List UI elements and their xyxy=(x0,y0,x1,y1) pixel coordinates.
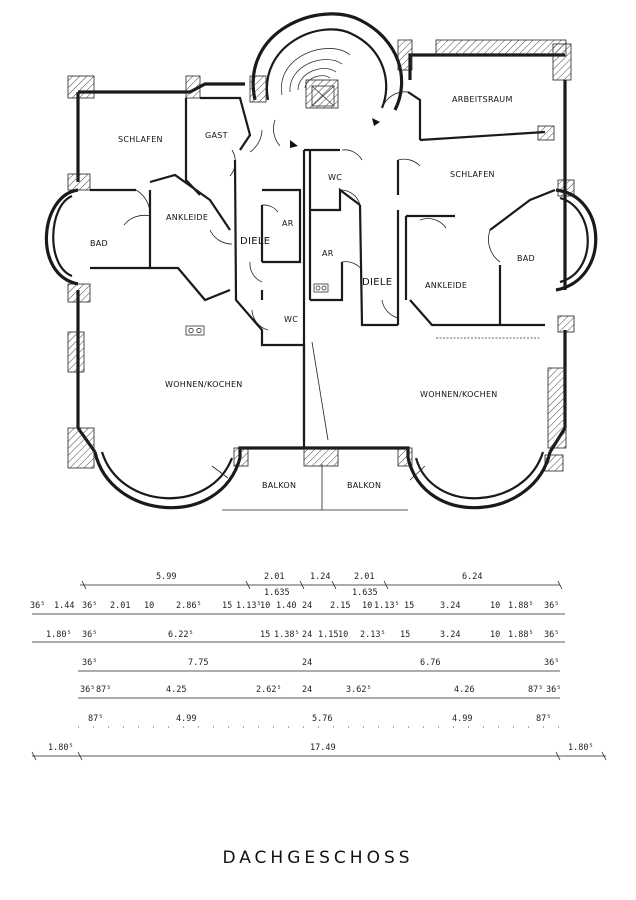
dim-label: 5.99 xyxy=(156,572,176,582)
dim-label: 36⁵ xyxy=(30,601,45,611)
dim-label: 3.24 xyxy=(440,630,460,640)
dim-label: 36⁵ xyxy=(544,601,559,611)
dim-label: 1.44 xyxy=(54,601,74,611)
dim-label: 10 xyxy=(338,630,348,640)
room-ar-center: AR xyxy=(322,249,334,258)
dim-label: 2.01 xyxy=(264,572,284,582)
room-gast: GAST xyxy=(205,131,228,140)
dim-label: 1.13⁵ xyxy=(374,601,400,611)
room-ankleide-right: ANKLEIDE xyxy=(425,281,467,290)
room-diele-left: DIELE xyxy=(240,236,270,247)
dim-label: 4.26 xyxy=(454,685,474,695)
dim-label: 1.635 xyxy=(352,588,378,598)
plan-title: DACHGESCHOSS xyxy=(222,848,414,868)
room-labels: SCHLAFEN GAST ANKLEIDE BAD DIELE AR WC W… xyxy=(90,95,535,490)
dim-label: 1.15 xyxy=(318,630,338,640)
doors xyxy=(123,91,501,481)
dim-label: 3.62⁵ xyxy=(346,685,372,695)
dim-label: 24 xyxy=(302,630,312,640)
dim-label: 4.25 xyxy=(166,685,186,695)
dim-label: 24 xyxy=(302,658,312,668)
dim-label: 3.24 xyxy=(440,601,460,611)
dim-label: 1.635 xyxy=(264,588,290,598)
dimension-chains xyxy=(31,580,607,761)
dim-label: 10 xyxy=(144,601,154,611)
dim-label: 87⁵ xyxy=(88,714,103,724)
room-diele-right: DIELE xyxy=(362,277,392,288)
dim-label: 1.40 xyxy=(276,601,296,611)
room-wc-center: WC xyxy=(328,173,342,182)
dim-label: 2.86⁵ xyxy=(176,601,202,611)
dim-label: 87⁵ xyxy=(96,685,111,695)
dim-label: 1.88⁵ xyxy=(508,601,534,611)
dimension-labels: 5.99 2.01 1.24 2.01 6.24 1.635 1.635 36⁵… xyxy=(30,572,594,753)
room-bad-left: BAD xyxy=(90,239,108,248)
dimension-ticks xyxy=(31,580,607,761)
dim-label: 17.49 xyxy=(310,743,336,753)
room-wc-left: WC xyxy=(284,315,298,324)
dim-label: 1.38⁵ xyxy=(274,630,300,640)
room-schlafen-left: SCHLAFEN xyxy=(118,135,163,144)
dim-label: 6.22⁵ xyxy=(168,630,194,640)
dim-label: 24 xyxy=(302,601,312,611)
dim-label: 2.15 xyxy=(330,601,350,611)
dim-label: 1.80⁵ xyxy=(46,630,72,640)
dim-label: 2.01 xyxy=(110,601,130,611)
dim-label: 87⁵ xyxy=(536,714,551,724)
room-ar-left: AR xyxy=(282,219,294,228)
dim-label: 2.62⁵ xyxy=(256,685,282,695)
dim-label: 1.24 xyxy=(310,572,330,582)
dim-label: 36⁵ xyxy=(82,658,97,668)
dim-label: 10 xyxy=(490,630,500,640)
dim-label: 2.13⁵ xyxy=(360,630,386,640)
hatched-columns xyxy=(67,39,575,472)
dim-label: 24 xyxy=(302,685,312,695)
interior-walls xyxy=(90,91,556,448)
room-schlafen-right: SCHLAFEN xyxy=(450,170,495,179)
dim-label: 1.13⁵ xyxy=(236,601,262,611)
dim-label: 36⁵ xyxy=(82,601,97,611)
dim-label: 15 xyxy=(260,630,270,640)
dim-label: 5.76 xyxy=(312,714,332,724)
dim-label: 36⁵ xyxy=(544,658,559,668)
dim-label: 87⁵ xyxy=(528,685,543,695)
dim-label: 15 xyxy=(400,630,410,640)
room-bad-right: BAD xyxy=(517,254,535,263)
plan-details xyxy=(185,85,540,511)
dim-label: 15 xyxy=(222,601,232,611)
dim-label: 36⁵ xyxy=(546,685,561,695)
room-wohnen-right: WOHNEN/KOCHEN xyxy=(420,390,498,399)
dim-label: 1.88⁵ xyxy=(508,630,534,640)
room-arbeitsraum: ARBEITSRAUM xyxy=(452,95,513,104)
dim-label: 4.99 xyxy=(176,714,196,724)
dim-label: 15 xyxy=(404,601,414,611)
dim-label: 36⁵ xyxy=(80,685,95,695)
room-balkon-right: BALKON xyxy=(347,481,381,490)
dim-label: 10 xyxy=(490,601,500,611)
dim-label: 1.80⁵ xyxy=(48,743,74,753)
room-balkon-left: BALKON xyxy=(262,481,296,490)
dim-label: 2.01 xyxy=(354,572,374,582)
dim-label: 4.99 xyxy=(452,714,472,724)
dim-label: 36⁵ xyxy=(82,630,97,640)
room-ankleide-left: ANKLEIDE xyxy=(166,213,208,222)
dim-label: 6.76 xyxy=(420,658,440,668)
room-wohnen-left: WOHNEN/KOCHEN xyxy=(165,380,243,389)
dim-label: 36⁵ xyxy=(544,630,559,640)
dim-label: 10 xyxy=(362,601,372,611)
dim-label: 7.75 xyxy=(188,658,208,668)
dim-label: 1.80⁵ xyxy=(568,743,594,753)
dim-label: 10 xyxy=(260,601,270,611)
dim-label: 6.24 xyxy=(462,572,482,582)
